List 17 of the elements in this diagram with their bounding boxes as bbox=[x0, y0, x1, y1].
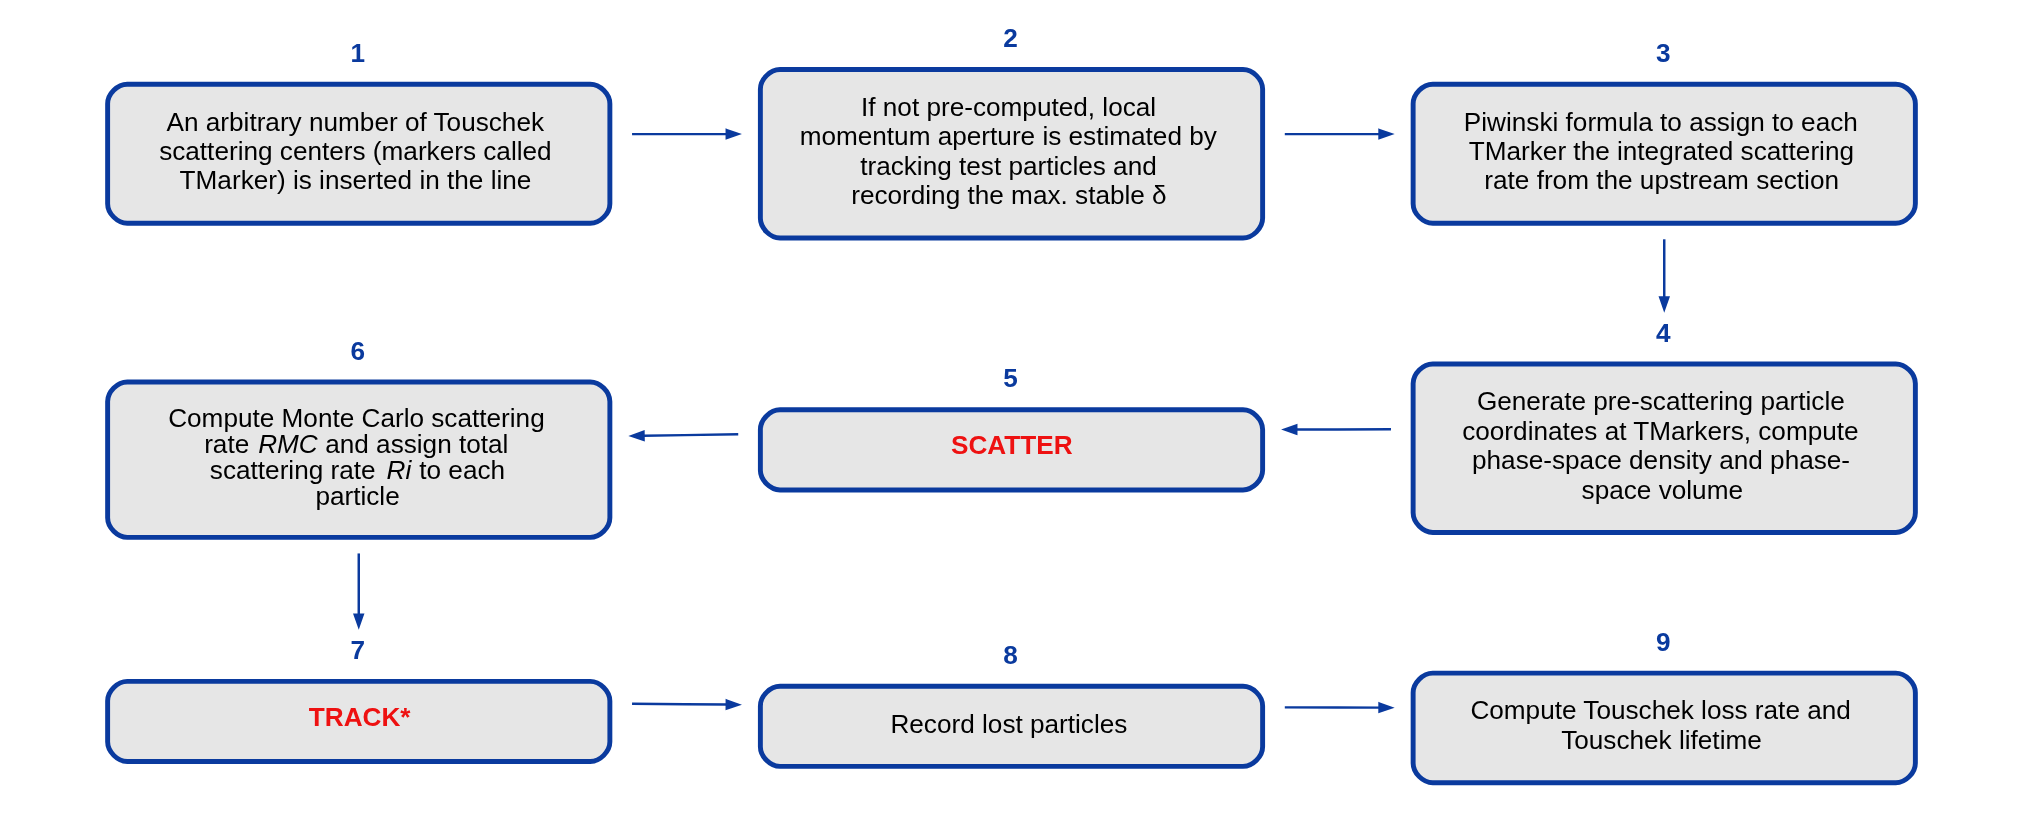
node-label: 7 bbox=[350, 634, 366, 665]
node-label: 4 bbox=[1656, 317, 1671, 348]
node-label: 5 bbox=[1003, 363, 1018, 394]
arrow bbox=[632, 128, 742, 140]
arrow bbox=[353, 553, 365, 630]
node-label: 6 bbox=[350, 335, 366, 366]
arrow bbox=[1658, 239, 1670, 313]
node-label: 2 bbox=[1003, 23, 1018, 54]
arrow bbox=[628, 430, 739, 442]
node-label: 3 bbox=[1656, 37, 1671, 68]
node-label: 9 bbox=[1656, 626, 1671, 657]
node-label: 1 bbox=[350, 37, 366, 68]
arrow bbox=[1284, 128, 1395, 140]
arrow bbox=[1284, 701, 1395, 714]
arrow bbox=[1281, 423, 1391, 436]
node-label: 8 bbox=[1003, 639, 1018, 670]
arrow bbox=[632, 698, 742, 711]
